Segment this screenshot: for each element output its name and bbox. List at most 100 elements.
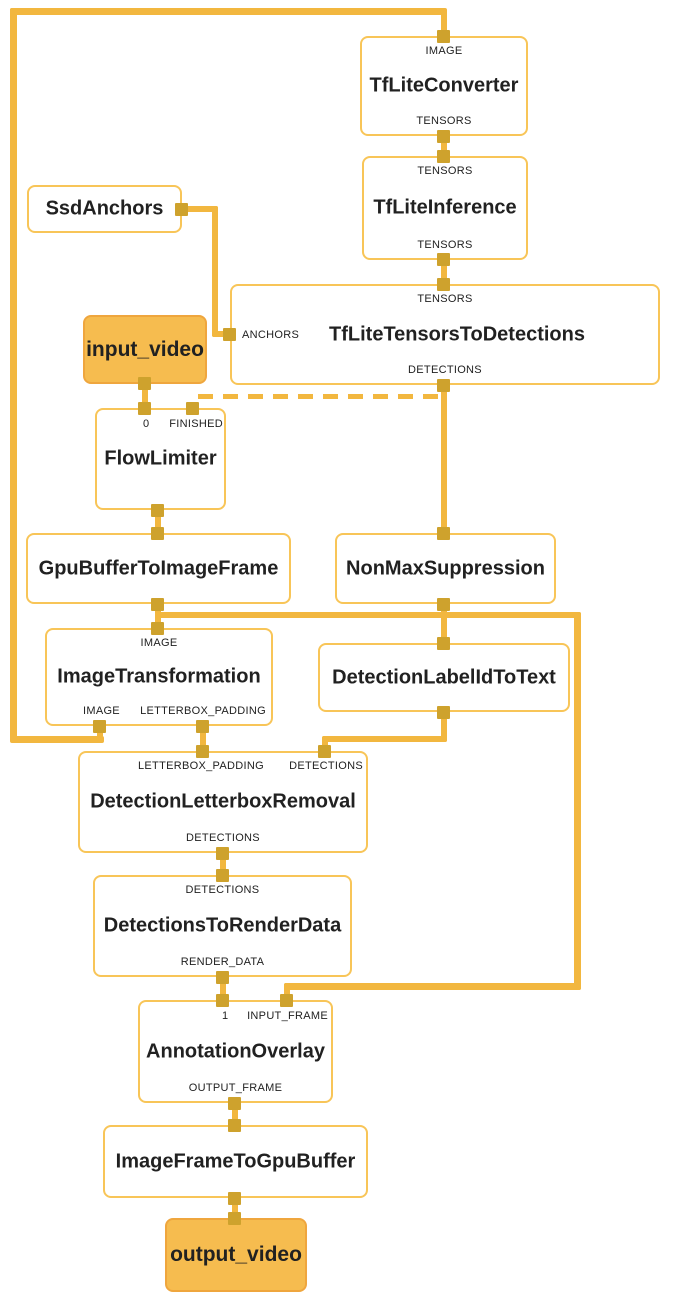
node-output-video[interactable]: output_video — [165, 1218, 307, 1292]
node-title: input_video — [86, 337, 204, 361]
port-flowlimiter-0-in — [138, 402, 151, 415]
node-title: DetectionLabelIdToText — [332, 666, 556, 688]
port-label-detections-out: DETECTIONS — [186, 832, 260, 844]
port-label-letterbox-padding-in: LETTERBOX_PADDING — [138, 760, 264, 772]
edge-nms-to-labelidtotext — [441, 602, 447, 643]
edge-letterboxremoval-to-renderdata — [220, 851, 226, 877]
port-label-detections-in: DETECTIONS — [289, 760, 363, 772]
port-label-image-in: IMAGE — [140, 637, 178, 649]
port-gpubuffer-in — [151, 527, 164, 540]
port-ttd-detections-out — [437, 379, 450, 392]
port-imageframetogpu-in — [228, 1119, 241, 1132]
edge-inference-to-tensorstodetections — [441, 258, 447, 286]
edge-converter-to-inference — [441, 136, 447, 158]
port-label-tensors-in: TENSORS — [417, 293, 473, 305]
node-title: NonMaxSuppression — [346, 557, 545, 579]
port-label-0-in: 0 — [143, 418, 150, 430]
node-title: DetectionLetterboxRemoval — [90, 790, 356, 813]
node-input-video[interactable]: input_video — [83, 315, 207, 384]
edge-ssdanchors-h1 — [180, 206, 218, 212]
port-rendertodata-in — [216, 869, 229, 882]
port-label-detections-in: DETECTIONS — [185, 884, 260, 896]
node-title: DetectionsToRenderData — [103, 914, 342, 937]
node-flow-limiter[interactable]: 0 FINISHED FlowLimiter — [95, 408, 226, 510]
port-imagetransformation-letterbox-out — [196, 720, 209, 733]
edge-letterbox-detections-drop — [322, 736, 328, 751]
node-title: GpuBufferToImageFrame — [38, 557, 279, 579]
port-label-detections-out: DETECTIONS — [408, 364, 482, 376]
node-title: output_video — [170, 1243, 302, 1266]
port-label-output-frame-out: OUTPUT_FRAME — [188, 1082, 283, 1094]
port-label-tensors-in: TENSORS — [417, 165, 473, 177]
edge-finished-loopback-dashed — [198, 394, 446, 399]
port-label-finished-in: FINISHED — [169, 418, 223, 430]
edge-renderdata-to-annotationoverlay — [220, 975, 226, 1002]
edge-letterboxpadding — [200, 724, 206, 751]
port-annotationoverlay-inputframe-in — [280, 994, 293, 1007]
edge-gpubuffer-to-outputvideo — [232, 1196, 238, 1220]
port-labelidtotext-in — [437, 637, 450, 650]
port-label-image-out: IMAGE — [83, 705, 120, 717]
port-label-tensors-out: TENSORS — [417, 239, 473, 251]
port-nms-in — [437, 527, 450, 540]
edge-annotationoverlay-to-gpubuffer — [232, 1101, 238, 1127]
edge-labelidtotext-h — [322, 736, 447, 742]
node-title: AnnotationOverlay — [146, 1040, 325, 1062]
edge-image-loop-bottom — [12, 736, 104, 743]
node-detections-to-render-data[interactable]: DETECTIONS DetectionsToRenderData RENDER… — [93, 875, 352, 977]
port-flowlimiter-out — [151, 504, 164, 517]
node-title: TfLiteTensorsToDetections — [329, 323, 585, 345]
port-flowlimiter-finished-in — [186, 402, 199, 415]
port-letterboxremoval-letterbox-in — [196, 745, 209, 758]
port-converter-image-in — [437, 30, 450, 43]
node-title: SsdAnchors — [45, 197, 164, 220]
port-inference-tensors-in — [437, 150, 450, 163]
port-inputvideo-out — [138, 377, 151, 390]
node-title: TfLiteInference — [373, 196, 517, 219]
port-outputvideo-in — [228, 1212, 241, 1225]
node-detection-letterbox-removal[interactable]: LETTERBOX_PADDING DETECTIONS DetectionLe… — [78, 751, 368, 853]
node-image-frame-to-gpu-buffer[interactable]: ImageFrameToGpuBuffer — [103, 1125, 368, 1198]
port-label-1-in: 1 — [222, 1010, 229, 1022]
port-converter-tensors-out — [437, 130, 450, 143]
port-label-letterbox-padding-out: LETTERBOX_PADDING — [140, 705, 266, 717]
port-imageframetogpu-out — [228, 1192, 241, 1205]
node-non-max-suppression[interactable]: NonMaxSuppression — [335, 533, 556, 604]
edge-inputframe-drop — [284, 983, 290, 1000]
port-label-tensors-out: TENSORS — [416, 115, 472, 127]
node-tflite-tensors-to-detections[interactable]: TENSORS ANCHORS TfLiteTensorsToDetection… — [230, 284, 660, 385]
edge-ssdanchors-v — [212, 206, 218, 337]
edge-inputvideo-to-flowlimiter — [142, 382, 148, 408]
port-ttd-anchors-in — [223, 328, 236, 341]
edge-image-loop-left-rail — [10, 8, 17, 743]
node-ssd-anchors[interactable]: SsdAnchors — [27, 185, 182, 233]
port-ssdanchors-out — [175, 203, 188, 216]
port-annotationoverlay-out — [228, 1097, 241, 1110]
node-detection-label-id-to-text[interactable]: DetectionLabelIdToText — [318, 643, 570, 712]
node-tflite-inference[interactable]: TENSORS TfLiteInference TENSORS — [362, 156, 528, 260]
node-gpu-buffer-to-image-frame[interactable]: GpuBufferToImageFrame — [26, 533, 291, 604]
edge-image-loop-converter-drop — [441, 12, 447, 36]
node-title: TfLiteConverter — [369, 74, 519, 97]
edge-flowlimiter-to-gpubuffer — [155, 508, 161, 535]
port-ttd-tensors-in — [437, 278, 450, 291]
port-annotationoverlay-1-in — [216, 994, 229, 1007]
port-nms-out — [437, 598, 450, 611]
edge-ssdanchors-h2 — [212, 331, 230, 337]
port-label-image-in: IMAGE — [425, 45, 463, 57]
node-tflite-converter[interactable]: IMAGE TfLiteConverter TENSORS — [360, 36, 528, 136]
node-image-transformation[interactable]: IMAGE ImageTransformation IMAGE LETTERBO… — [45, 628, 273, 726]
port-imagetransformation-image-in — [151, 622, 164, 635]
node-title: ImageTransformation — [57, 665, 261, 688]
port-letterboxremoval-detections-in — [318, 745, 331, 758]
port-inference-tensors-out — [437, 253, 450, 266]
port-label-anchors-in: ANCHORS — [242, 328, 300, 341]
node-title: FlowLimiter — [104, 447, 217, 470]
edge-image-loop-top-rail — [10, 8, 447, 15]
edge-inputframe-right-rail — [574, 612, 581, 990]
edge-inputframe-bottom-h — [284, 983, 581, 990]
port-label-render-data-out: RENDER_DATA — [180, 956, 265, 968]
edge-inputframe-branch-h — [155, 612, 581, 618]
node-annotation-overlay[interactable]: 1 INPUT_FRAME AnnotationOverlay OUTPUT_F… — [138, 1000, 333, 1103]
